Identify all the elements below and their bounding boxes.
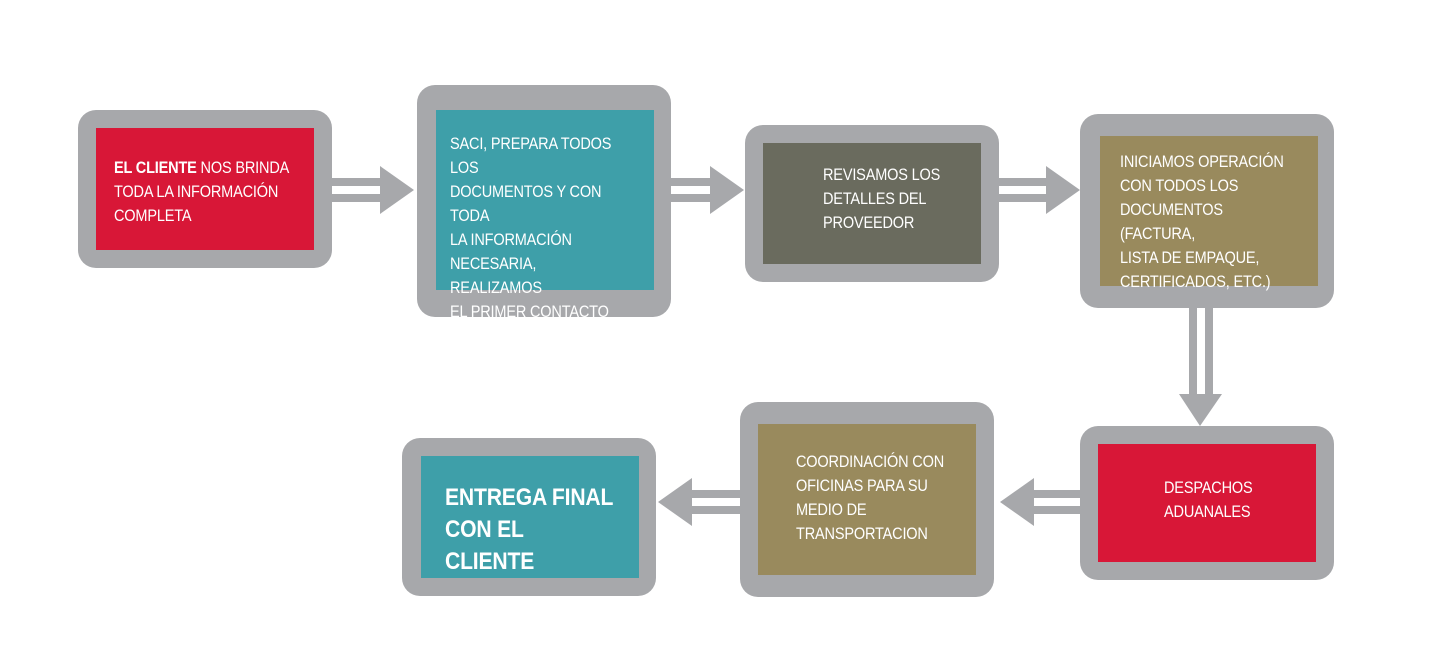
- step5-box: DESPACHOS ADUANALES: [1098, 444, 1316, 562]
- step3-text: REVISAMOS LOS DETALLES DEL PROVEEDOR: [823, 166, 941, 232]
- step6-box: COORDINACIÓN CON OFICINAS PARA SU MEDIO …: [758, 424, 976, 575]
- step2-box: SACI, PREPARA TODOS LOS DOCUMENTOS Y CON…: [436, 110, 654, 369]
- arrow-step3-to-step4: [998, 166, 1080, 214]
- step7-box: ENTREGA FINAL CON EL CLIENTE: [421, 456, 639, 578]
- step7-text: ENTREGA FINAL CON EL CLIENTE: [445, 484, 614, 575]
- step1-body: NOS BRINDA TODA LA INFORMACIÓN COMPLETA: [114, 159, 290, 225]
- step4-box: INICIAMOS OPERACIÓN CON TODOS LOS DOCUME…: [1100, 136, 1318, 291]
- step3-box: REVISAMOS LOS DETALLES DEL PROVEEDOR: [763, 143, 981, 264]
- step4-text: INICIAMOS OPERACIÓN CON TODOS LOS DOCUME…: [1120, 153, 1284, 291]
- step1-box: EL CLIENTE NOS BRINDA TODA LA INFORMACIÓ…: [96, 128, 314, 250]
- arrow-step1-to-step2: [330, 166, 414, 214]
- arrow-step2-to-step3: [668, 166, 744, 214]
- step6-text: COORDINACIÓN CON OFICINAS PARA SU MEDIO …: [796, 453, 945, 543]
- step2-text: SACI, PREPARA TODOS LOS DOCUMENTOS Y CON…: [450, 135, 612, 369]
- step1-text: EL CLIENTE NOS BRINDA TODA LA INFORMACIÓ…: [114, 156, 290, 228]
- arrow-step6-to-step7: [658, 478, 740, 526]
- step1-lead: EL CLIENTE: [114, 159, 197, 177]
- step5-text: DESPACHOS ADUANALES: [1164, 479, 1253, 521]
- arrow-step4-to-step5: [1179, 306, 1222, 426]
- arrow-step5-to-step6: [1000, 478, 1082, 526]
